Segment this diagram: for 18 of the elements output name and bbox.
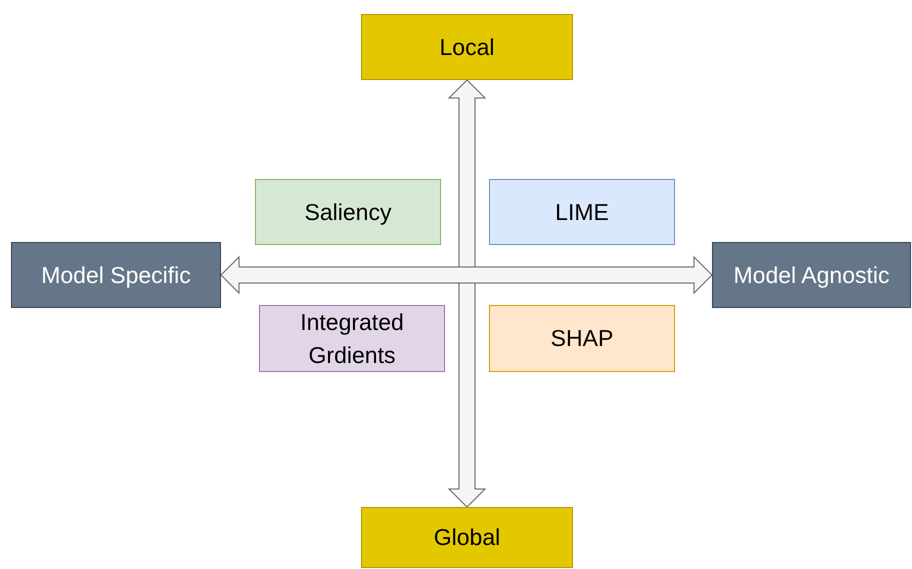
axis-label-box [712,242,911,308]
box-label: Model Specific [40,260,192,290]
box-label: Local [438,32,496,62]
double-block-arrow [448,79,486,508]
method-box [259,305,445,372]
method-box [255,179,441,245]
axis-label-box [361,14,573,80]
method-box [489,179,675,245]
box-label: LIME [554,198,610,227]
double-block-arrow [220,256,713,294]
box-label: Model Agnostic [732,260,890,290]
axis-label-box [361,507,573,568]
method-box [489,305,675,372]
box-label: SHAP [550,324,614,354]
box-label: Global [432,523,502,552]
axis-label-box [11,242,221,308]
box-label: Integrated Grdients [299,308,405,370]
box-label: Saliency [304,198,392,227]
